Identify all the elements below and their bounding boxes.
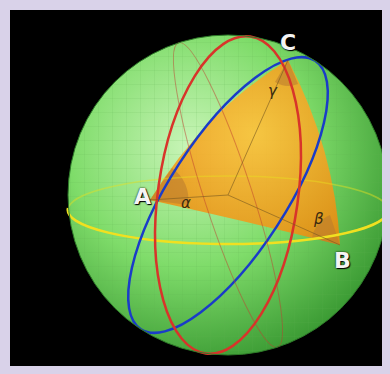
angle-label: γ	[268, 84, 277, 99]
black-panel: A C Bα β γ	[10, 10, 382, 366]
angle-label: β	[314, 212, 324, 227]
angle-label: α	[181, 196, 191, 211]
sphere-illustration	[10, 10, 382, 366]
vertex-label: C	[280, 32, 296, 54]
vertex-label: A	[134, 186, 151, 208]
vertex-label: B	[334, 250, 351, 272]
